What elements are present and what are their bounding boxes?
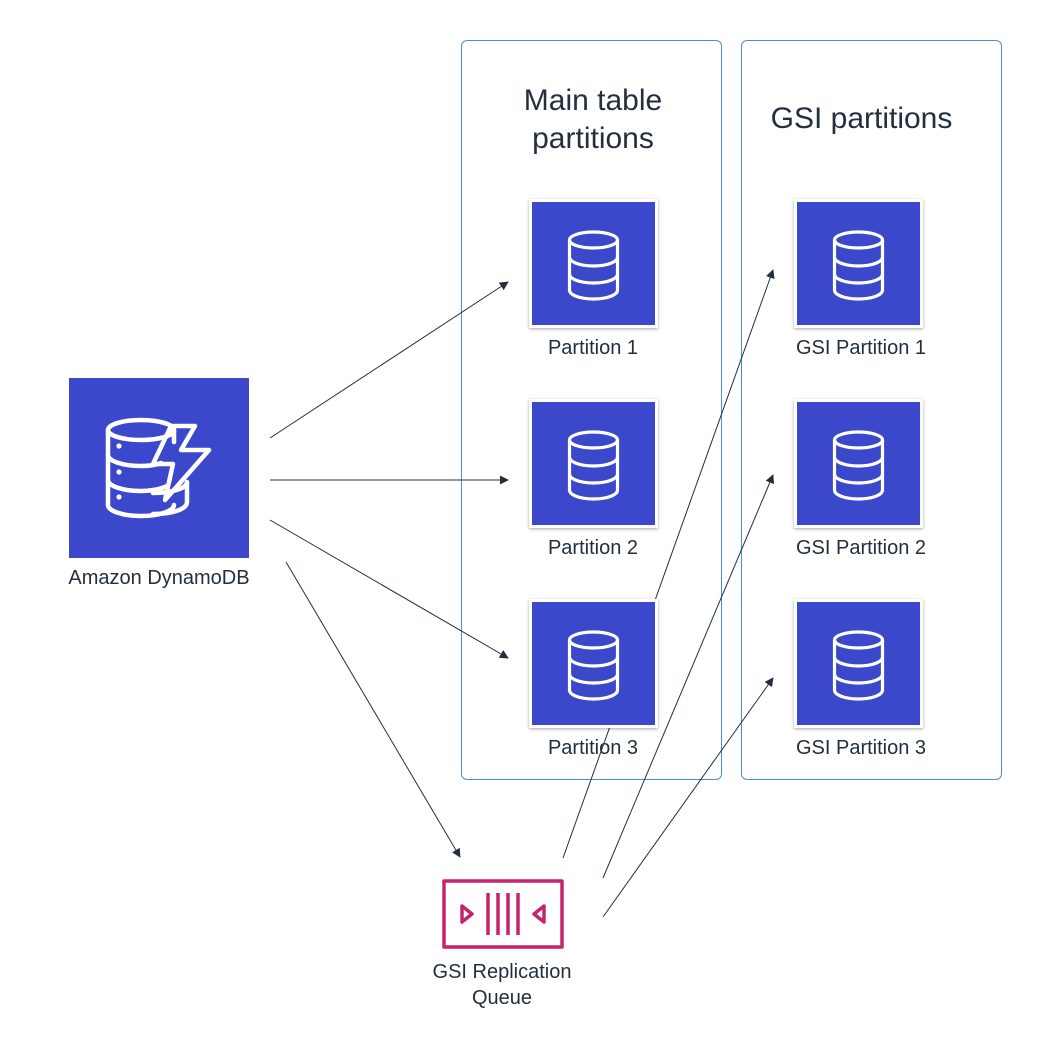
gsi-partition-1-label: GSI Partition 1: [795, 337, 927, 359]
partition-3-tile[interactable]: [529, 599, 658, 728]
partition-1-label: Partition 1: [547, 337, 639, 359]
arrow-dynamodb-to-queue: [285, 561, 461, 858]
arrow-queue-to-gsi-partition-1: [562, 269, 775, 859]
dynamodb-icon: [105, 417, 212, 519]
gsi-replication-queue-node[interactable]: [442, 878, 564, 950]
gsi-partitions-title: GSI partitions: [770, 102, 953, 135]
partition-2-tile[interactable]: [529, 399, 658, 528]
arrow-dynamodb-to-partition-3: [269, 519, 509, 659]
dynamodb-tile[interactable]: [69, 378, 249, 558]
main-table-partitions-title: Main table partitions: [523, 84, 663, 155]
gsi-partition-2-tile[interactable]: [794, 399, 923, 528]
database-icon: [832, 230, 885, 301]
dynamodb-label: Amazon DynamoDB: [68, 567, 250, 589]
gsi-replication-queue-label-line1: GSI Replication: [432, 961, 572, 983]
database-icon: [832, 630, 885, 701]
gsi-partition-3-label: GSI Partition 3: [795, 737, 927, 759]
sqs-queue-icon: [442, 879, 564, 949]
database-icon: [567, 430, 620, 501]
gsi-partition-3-tile[interactable]: [794, 599, 923, 728]
arrow-queue-to-gsi-partition-2: [602, 474, 774, 879]
partition-2-label: Partition 2: [547, 537, 639, 559]
gsi-partition-2-label: GSI Partition 2: [795, 537, 927, 559]
arrow-queue-to-gsi-partition-3: [602, 677, 774, 918]
database-icon: [567, 630, 620, 701]
gsi-partitions-group: [741, 40, 1002, 780]
partition-3-label: Partition 3: [547, 737, 639, 759]
database-icon: [567, 230, 620, 301]
gsi-replication-queue-label-line2: Queue: [471, 987, 533, 1009]
database-icon: [832, 430, 885, 501]
arrow-dynamodb-to-partition-1: [269, 281, 509, 439]
gsi-partition-1-tile[interactable]: [794, 199, 923, 328]
partition-1-tile[interactable]: [529, 199, 658, 328]
